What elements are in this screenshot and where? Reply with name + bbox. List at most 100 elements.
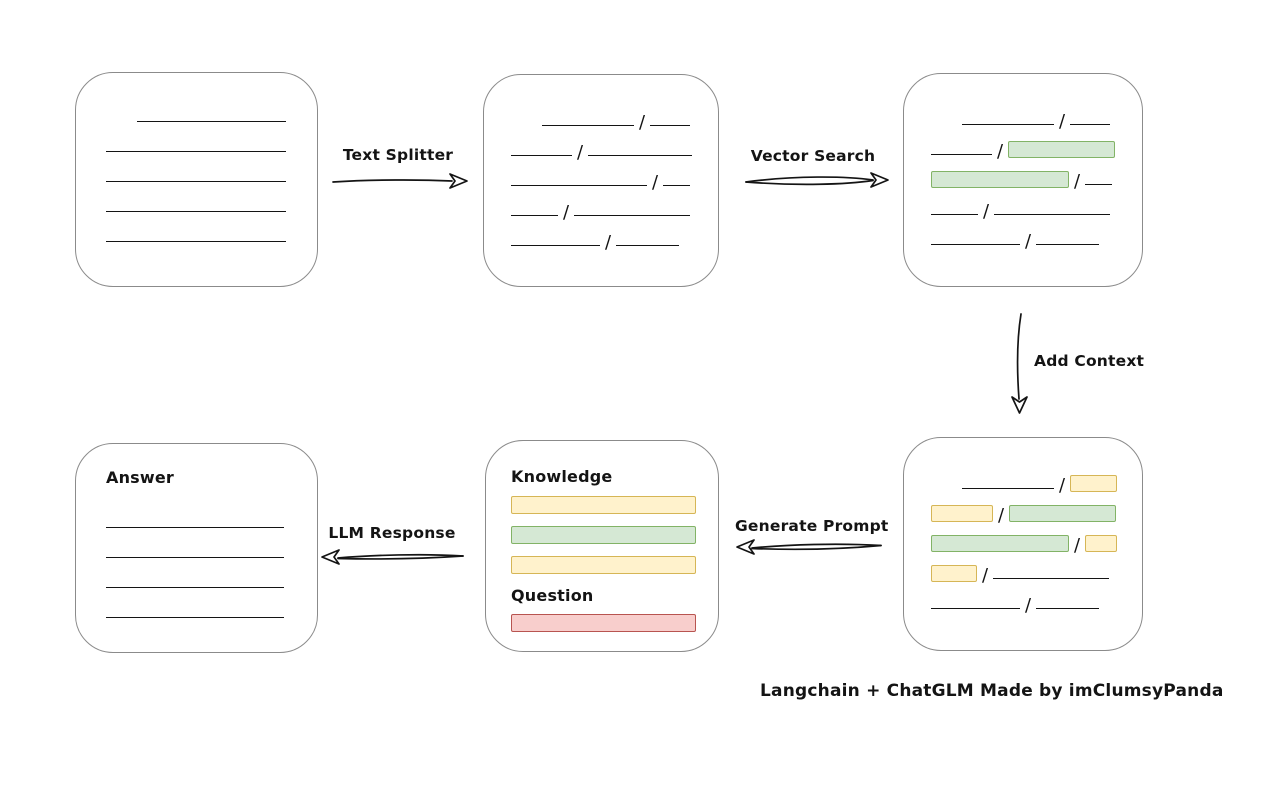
text-fragment-row: / — [931, 522, 1142, 556]
text-line-segment — [994, 214, 1111, 215]
arrow-llm-response — [321, 549, 464, 565]
separator-slash: / — [982, 565, 989, 586]
arrow-text-splitter — [332, 173, 468, 189]
text-fragment-row: / — [931, 582, 1142, 616]
split-rows: / / / / / — [484, 75, 718, 253]
highlight-chip-yellow — [931, 505, 993, 522]
text-line-segment — [931, 214, 978, 215]
text-line-segment — [931, 244, 1020, 245]
question-bars — [511, 614, 718, 632]
separator-slash: / — [577, 142, 584, 163]
text-fragment-row: / — [511, 129, 718, 163]
arrow-label-vector-search: Vector Search — [750, 147, 876, 165]
text-fragment-row: / — [511, 219, 718, 253]
text-line — [106, 558, 284, 588]
footer-caption: Langchain + ChatGLM Made by imClumsyPand… — [760, 681, 1224, 701]
text-fragment-row: / — [511, 189, 718, 223]
separator-slash: / — [1059, 475, 1066, 496]
text-fragment-row: / — [931, 218, 1142, 252]
text-fragment-row: / — [931, 158, 1142, 192]
node-split-chunks: / / / / / — [483, 74, 719, 287]
text-line-segment — [931, 608, 1020, 609]
red-bar — [511, 614, 696, 632]
arrow-vector-search — [745, 172, 889, 188]
separator-slash: / — [1074, 171, 1081, 192]
separator-slash: / — [1059, 111, 1066, 132]
text-line-segment — [511, 185, 647, 186]
arrow-label-add-context: Add Context — [1034, 352, 1145, 370]
text-line-segment — [511, 245, 600, 246]
text-line-segment — [511, 215, 558, 216]
arrow-label-generate-prompt: Generate Prompt — [735, 517, 889, 535]
green-bar — [511, 526, 696, 544]
text-fragment-row: / — [931, 98, 1142, 132]
text-fragment-row: / — [931, 552, 1142, 586]
node-answer: Answer — [75, 443, 318, 653]
text-line-segment — [1085, 184, 1113, 185]
text-line — [106, 498, 284, 528]
node-vector-matches: / / / / / — [903, 73, 1143, 287]
text-line-segment — [931, 154, 992, 155]
node-prompt: Knowledge Question — [485, 440, 719, 652]
text-fragment-row: / — [931, 128, 1142, 162]
separator-slash: / — [652, 172, 659, 193]
separator-slash: / — [1074, 535, 1081, 556]
text-fragment-row: / — [931, 462, 1142, 496]
arrow-label-llm-response: LLM Response — [328, 524, 456, 542]
text-line — [106, 152, 286, 182]
separator-slash: / — [563, 202, 570, 223]
text-fragment-row: / — [931, 188, 1142, 222]
highlight-chip-yellow — [931, 565, 977, 582]
text-line — [106, 588, 284, 618]
node-context-chunks: / / / / / — [903, 437, 1143, 651]
split-rows: / / / / / — [904, 74, 1142, 252]
arrow-generate-prompt — [736, 539, 882, 555]
node-source-document — [75, 72, 318, 287]
text-line-segment — [962, 124, 1054, 125]
text-line-segment — [574, 215, 691, 216]
text-line — [106, 182, 286, 212]
text-line-segment — [962, 488, 1054, 489]
text-line-segment — [650, 125, 691, 126]
text-line-segment — [993, 578, 1110, 579]
text-fragment-row: / — [511, 159, 718, 193]
text-line-segment — [588, 155, 693, 156]
text-line-segment — [1036, 244, 1100, 245]
separator-slash: / — [1025, 231, 1032, 252]
answer-label: Answer — [106, 468, 175, 487]
text-fragment-row: / — [511, 99, 718, 133]
text-line — [106, 212, 286, 242]
highlight-chip-green — [1009, 505, 1117, 522]
text-line-segment — [511, 155, 572, 156]
text-line — [137, 92, 286, 122]
text-line-segment — [616, 245, 680, 246]
text-line-segment — [1036, 608, 1100, 609]
arrow-add-context — [1011, 313, 1028, 414]
separator-slash: / — [605, 232, 612, 253]
knowledge-label: Knowledge — [511, 467, 613, 486]
highlight-chip-green — [931, 171, 1069, 188]
highlight-chip-green — [931, 535, 1069, 552]
text-line-segment — [663, 185, 691, 186]
separator-slash: / — [639, 112, 646, 133]
separator-slash: / — [983, 201, 990, 222]
yellow-bar — [511, 556, 696, 574]
highlight-chip-yellow — [1070, 475, 1118, 492]
highlight-chip-green — [1008, 141, 1116, 158]
text-line-segment — [1070, 124, 1111, 125]
answer-lines — [106, 498, 317, 618]
separator-slash: / — [997, 141, 1004, 162]
highlight-chip-yellow — [1085, 535, 1118, 552]
text-fragment-row: / — [931, 492, 1142, 526]
separator-slash: / — [998, 505, 1005, 526]
text-line — [106, 122, 286, 152]
text-line — [106, 528, 284, 558]
separator-slash: / — [1025, 595, 1032, 616]
yellow-bar — [511, 496, 696, 514]
text-line-segment — [542, 125, 634, 126]
knowledge-bars — [511, 496, 718, 574]
question-label: Question — [511, 586, 594, 605]
arrow-label-text-splitter: Text Splitter — [342, 146, 454, 164]
split-rows: / / / / / — [904, 438, 1142, 616]
